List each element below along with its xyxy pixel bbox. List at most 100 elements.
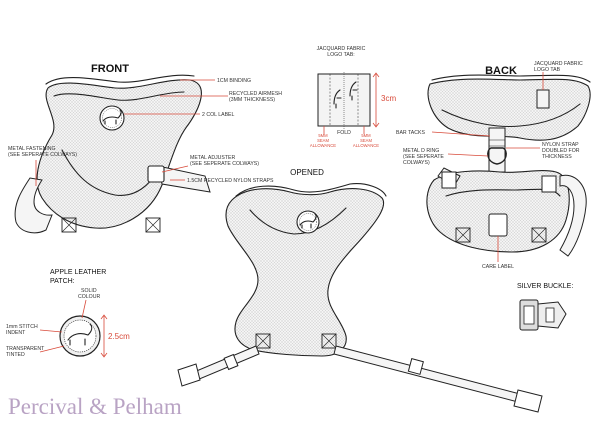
- buckle-male-slot: [545, 307, 555, 323]
- label-nylon-2: DOUBLED FOR: [542, 148, 580, 154]
- front-bar-tack-left: [61, 217, 77, 233]
- label-airmesh-1: RECYCLED AIRMESH: [229, 91, 282, 97]
- opened-bar-tack-right-x: [321, 333, 337, 349]
- back-binding-top: [431, 74, 591, 83]
- back-bar-tacks: [489, 139, 505, 147]
- label-nylon-1: NYLON STRAP: [542, 142, 579, 148]
- patch-solid-1: SOLID: [81, 288, 97, 294]
- front-seam: [61, 149, 159, 196]
- seam-right-3: ALLOWANCE: [353, 143, 379, 148]
- front-patch-stitch: [102, 108, 122, 128]
- back-bar-tack-left-x: [455, 227, 471, 243]
- opened-dog-icon: [299, 213, 317, 229]
- buckle-female-slot: [523, 305, 535, 325]
- front-dog-icon: [102, 109, 122, 125]
- opened-title: OPENED: [290, 168, 324, 177]
- opened-bar-tack-right: [321, 333, 337, 349]
- label-d-ring-1: METAL D RING: [403, 148, 439, 154]
- seam-left-3: ALLOWANCE: [310, 143, 336, 148]
- front-body: [36, 79, 202, 229]
- back-view: BACK JACQUARD FABRIC LOGO TAB BAR TA: [396, 61, 591, 270]
- opened-binding-top: [235, 183, 387, 197]
- patch-diameter-arrow: [100, 314, 108, 358]
- opened-patch-stitch: [299, 213, 317, 231]
- patch-stitch-2: INDENT: [6, 330, 26, 336]
- opened-right-adjuster: [407, 358, 424, 375]
- seam-left-1: 5MM: [318, 133, 328, 138]
- label-binding: 1CM BINDING: [217, 78, 251, 84]
- lead-bar-tacks: [431, 131, 491, 137]
- opened-view: OPENED: [177, 168, 543, 413]
- front-left-strap: [14, 177, 53, 234]
- patch-title-1: APPLE LEATHER: [50, 269, 106, 276]
- back-center-strap: [488, 127, 506, 173]
- label-adjuster-2: (SEE SEPERATE COLWAYS): [190, 161, 259, 167]
- patch-solid-2: COLOUR: [78, 294, 100, 300]
- label-bar-tacks: BAR TACKS: [396, 130, 425, 136]
- patch-title-2: PATCH:: [50, 278, 75, 285]
- opened-seam: [249, 207, 347, 235]
- opened-body: [225, 188, 384, 357]
- lead-d-ring: [447, 153, 489, 157]
- front-bar-tack-right: [145, 217, 161, 233]
- back-right-side-strap: [559, 174, 587, 257]
- front-binding-top: [45, 74, 195, 85]
- logo-tab-dog-left: [333, 89, 342, 109]
- front-logo-patch: [99, 105, 125, 131]
- label-col-label: 2 COL LABEL: [202, 112, 235, 118]
- buckle-title: SILVER BUCKLE:: [517, 283, 573, 290]
- front-binding-inner: [53, 91, 185, 101]
- back-bar-tack-right-x: [531, 227, 547, 243]
- back-bar-tack-right: [531, 227, 547, 243]
- logo-tab-height-arrow: [372, 72, 380, 128]
- front-title: FRONT: [91, 63, 129, 75]
- label-d-ring-3: COLWAYS): [403, 160, 430, 166]
- lead-adjuster: [161, 165, 189, 173]
- seam-right-1: 5MM: [361, 133, 371, 138]
- logo-tab-title-1: JACQUARD FABRIC: [317, 46, 366, 52]
- logo-tab-title-2: LOGO TAB:: [327, 52, 354, 58]
- seam-right-2: SEAM: [360, 138, 372, 143]
- patch-transparent-1: TRANSPARENT: [6, 346, 45, 352]
- lead-transparent: [39, 345, 65, 353]
- back-title: BACK: [485, 65, 517, 77]
- lead-stitch: [39, 329, 63, 333]
- logo-tab-dog-right: [349, 81, 358, 101]
- patch-dog-icon: [67, 323, 93, 346]
- opened-left-buckle: [177, 363, 201, 387]
- opened-bar-tack-left-x: [255, 333, 271, 349]
- lead-solid: [81, 299, 87, 319]
- back-seam: [441, 103, 581, 127]
- back-bar-tack-left: [455, 227, 471, 243]
- seam-left-2: SEAM: [317, 138, 329, 143]
- patch-stitch-1: 1mm STITCH: [6, 324, 38, 330]
- patch-detail: APPLE LEATHER PATCH: 2.5cm SOLID COLOUR …: [6, 269, 130, 358]
- label-care-label: CARE LABEL: [482, 264, 514, 270]
- silver-buckle-detail: SILVER BUCKLE:: [517, 283, 573, 331]
- back-care-label: [488, 213, 508, 237]
- front-bar-tack-left-x: [61, 217, 77, 233]
- label-nylon-3: THICKNESS: [542, 154, 572, 160]
- logo-tab-height: 3cm: [381, 94, 396, 103]
- label-straps: 1.5CM RECYCLED NYLON STRAPS: [187, 178, 274, 184]
- label-back-jacquard-2: LOGO TAB: [534, 67, 561, 73]
- opened-right-strap: [333, 345, 521, 403]
- opened-right-buckle: [513, 389, 543, 413]
- back-right-adjuster: [541, 175, 557, 193]
- opened-bar-tack-left: [255, 333, 271, 349]
- patch-transparent-2: TINTED: [6, 352, 25, 358]
- logo-tab-fold: FOLD: [337, 130, 351, 136]
- back-left-adjuster: [441, 171, 457, 189]
- logo-tab-seam-leaders: [323, 126, 365, 134]
- label-d-ring-2: (SEE SEPERATE: [403, 154, 444, 160]
- back-logo-tab: [536, 89, 550, 109]
- patch-diameter: 2.5cm: [108, 332, 130, 341]
- patch-stitch-ring: [63, 319, 97, 353]
- label-airmesh-2: (3MM THICKNESS): [229, 97, 275, 103]
- front-view: FRONT 1CM BINDING RECYCLED AIRMESH (3MM …: [8, 63, 282, 234]
- front-bar-tack-right-x: [145, 217, 161, 233]
- logo-tab-detail: JACQUARD FABRIC LOGO TAB: 3cm FOLD 5MM S…: [310, 46, 397, 148]
- label-fastening-2: (SEE SEPERATE COLWAYS): [8, 152, 77, 158]
